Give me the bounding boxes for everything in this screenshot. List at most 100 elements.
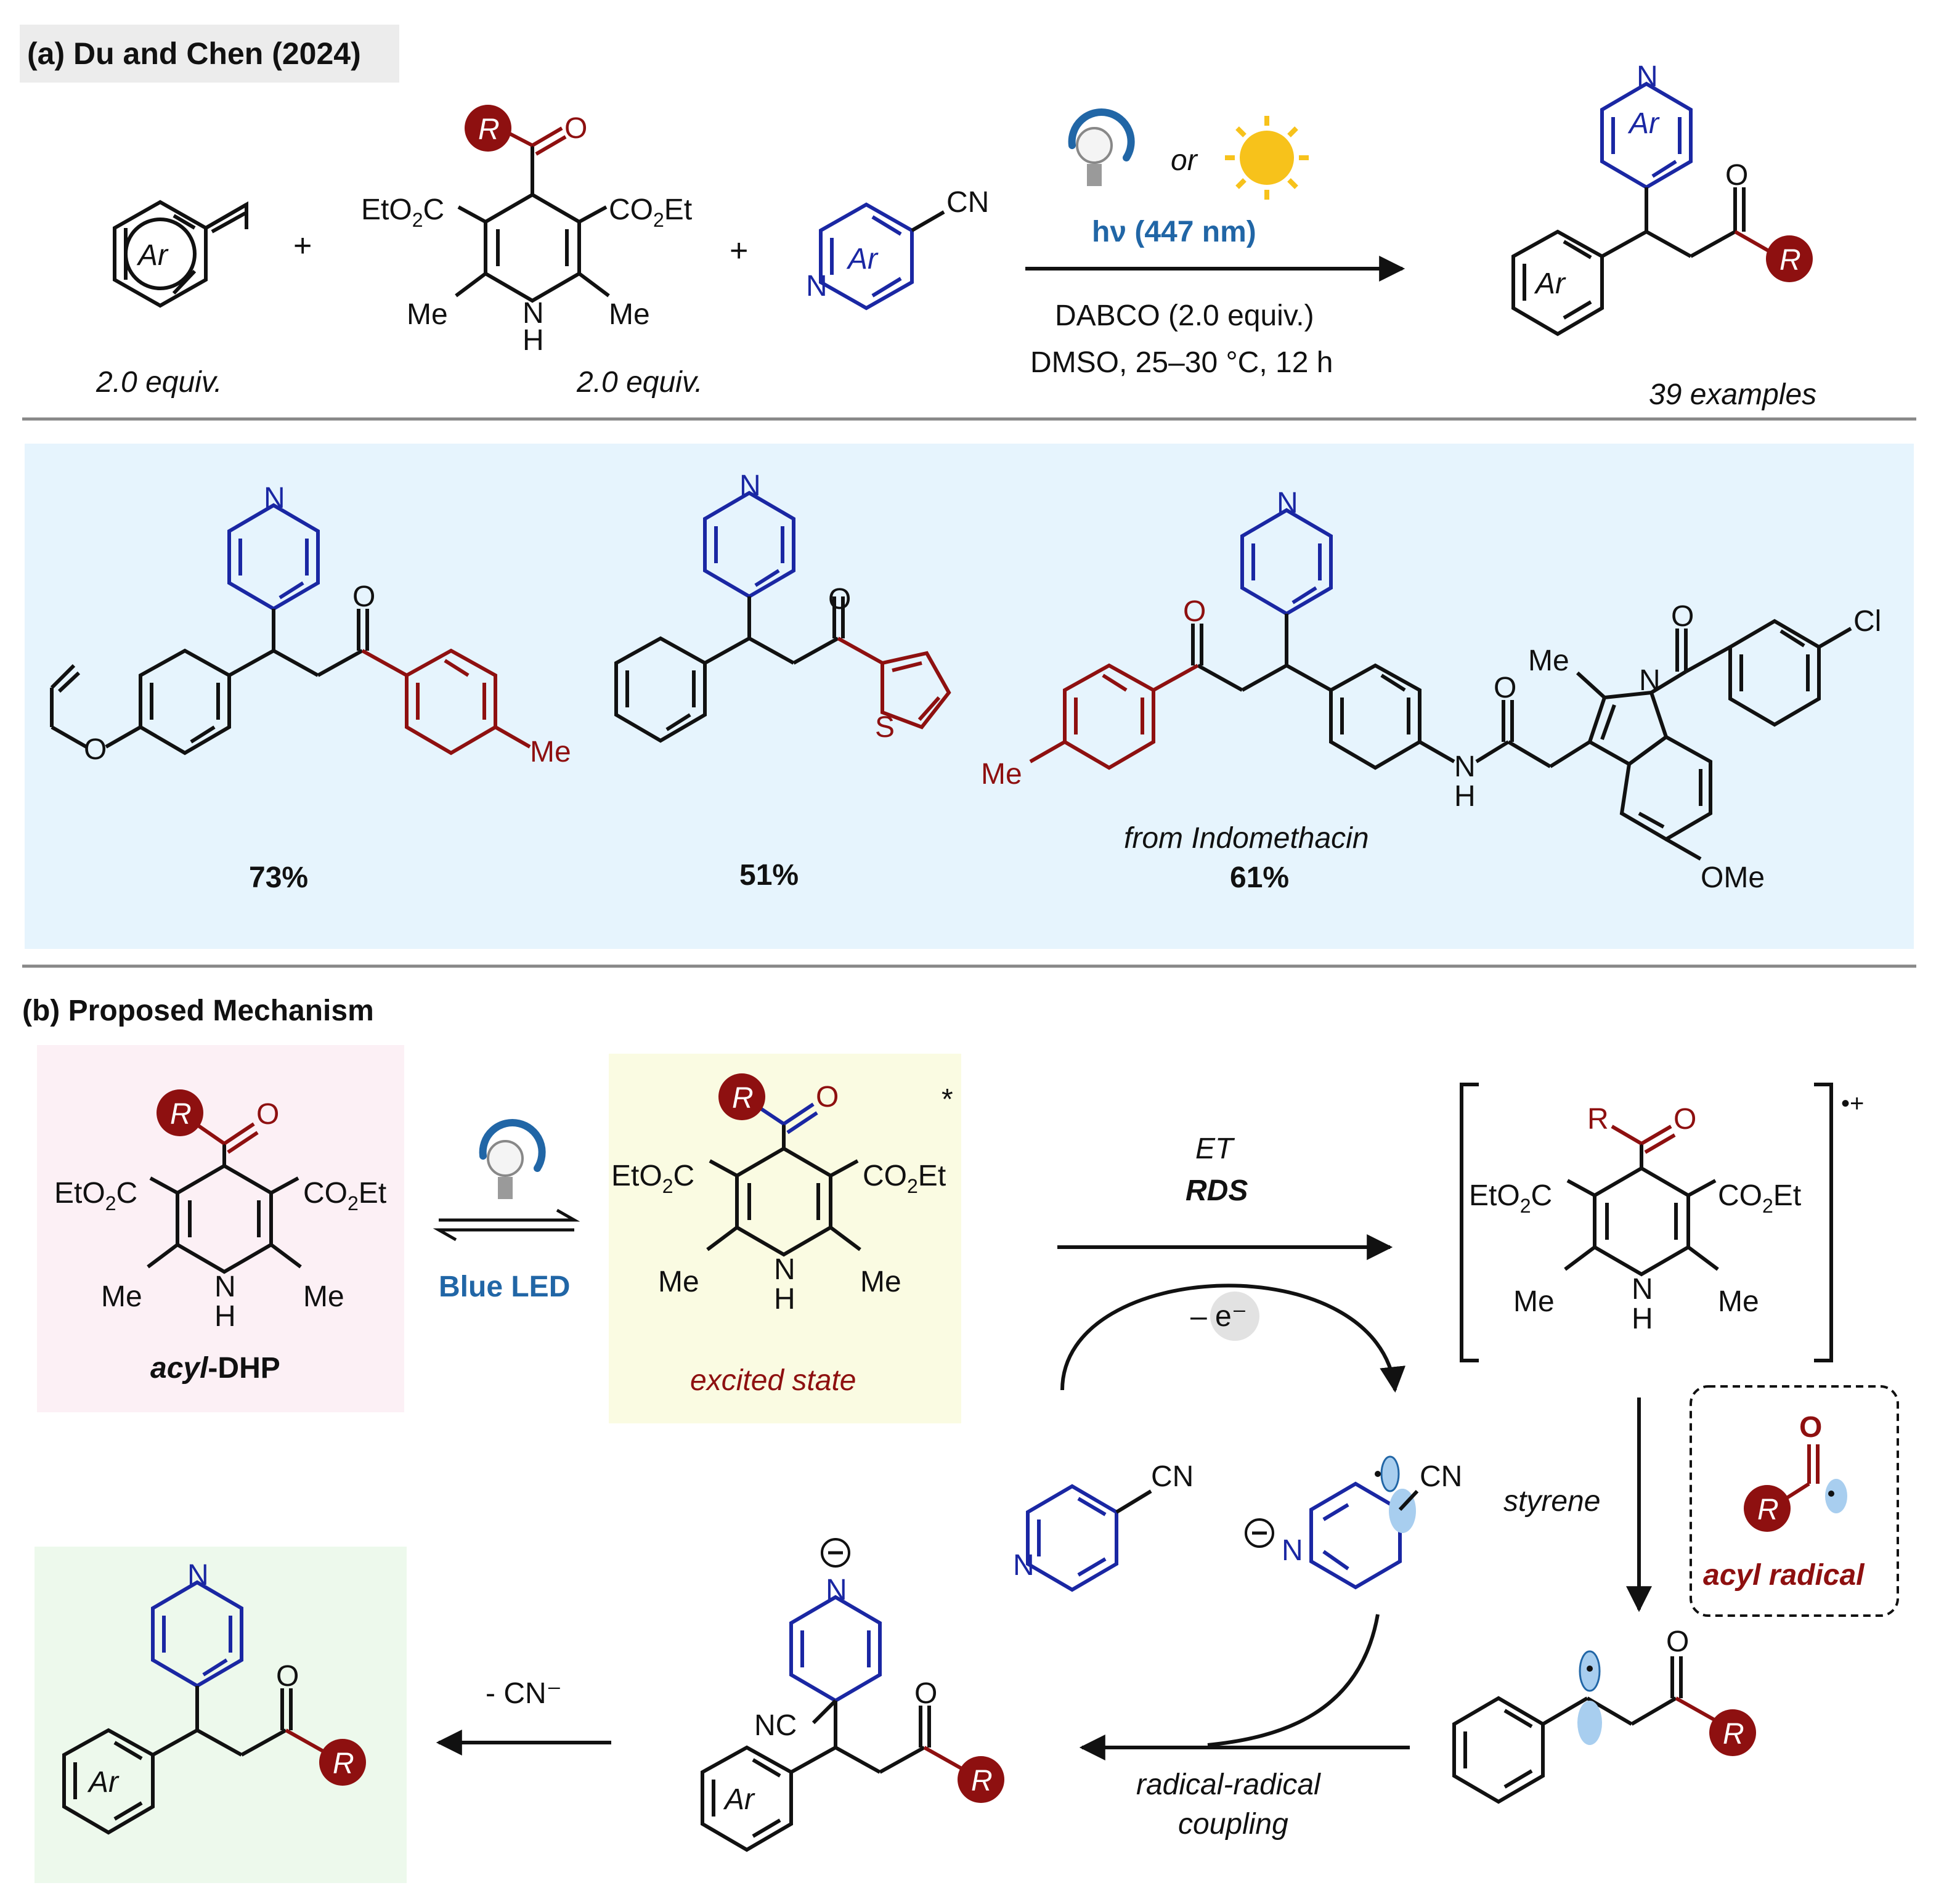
example-1-aryl: [361, 648, 531, 755]
example-3-note: from Indomethacin: [1124, 822, 1369, 855]
benzylic-orbital-bottom: [1577, 1701, 1602, 1745]
mech-cyanopyridine-cn: CN: [1151, 1460, 1194, 1493]
cyanopyridine-cn: CN: [946, 186, 989, 219]
radical-cation-eto2c: EtO2C: [1469, 1179, 1552, 1217]
acyl-dhp-n: N: [214, 1271, 236, 1303]
product-a-r-bond: [1734, 230, 1771, 253]
example-3-yield: 61%: [1230, 861, 1289, 894]
product-a-backbone: [1511, 187, 1692, 336]
coupling-label-2: coupling: [1178, 1808, 1288, 1841]
excited-dhp-r-circle: [718, 1073, 765, 1120]
plus-2: +: [730, 233, 748, 269]
electron-transfer-curve: [1060, 1284, 1405, 1393]
example-2-yield: 51%: [739, 859, 799, 892]
dhp-reagent-h: H: [523, 324, 544, 357]
example-3-me-tolyl: Me: [981, 758, 1022, 791]
radical-cation-me-right: Me: [1718, 1285, 1759, 1318]
final-product-ar: Ar: [87, 1766, 120, 1799]
product-a-o: O: [1725, 159, 1748, 192]
example-3-ome: OMe: [1701, 861, 1765, 894]
acyl-dhp-h: H: [214, 1300, 236, 1333]
coupling-curve: [1207, 1614, 1380, 1747]
example-2-body: [614, 596, 845, 743]
example-3-tolyl: [1029, 663, 1199, 770]
section-a-title: (a) Du and Chen (2024): [27, 36, 361, 71]
excited-state-label: excited state: [690, 1364, 856, 1397]
excited-dhp-me-left: Me: [658, 1266, 699, 1298]
intermediate-r-circle: [958, 1756, 1004, 1803]
radical-cation-brackets: [1460, 1083, 1833, 1362]
intermediate-r-bond: [923, 1746, 965, 1772]
final-product-body: [62, 1686, 293, 1835]
blue-led-bulb-icon: [479, 1119, 546, 1199]
radical-anion-n: N: [1282, 1534, 1303, 1567]
radical-cation-co2et: CO2Et: [1718, 1179, 1801, 1217]
excited-dhp-h: H: [774, 1283, 795, 1316]
radical-cation-structure: [1564, 1144, 1719, 1277]
excited-dhp-eto2c: EtO2C: [611, 1160, 694, 1197]
radical-anion-dot: [1375, 1471, 1381, 1477]
example-2-n: N: [739, 470, 761, 502]
minus-electron-label: – e⁻: [1190, 1300, 1247, 1333]
dhp-equiv: 2.0 equiv.: [576, 366, 703, 399]
excited-dhp-o: O: [816, 1081, 839, 1113]
example-3-n-amide: N: [1454, 751, 1476, 783]
benzylic-radical-dot: [1587, 1666, 1593, 1672]
styrene-label: styrene: [1503, 1485, 1600, 1518]
acyl-dhp-me-right: Me: [303, 1280, 344, 1313]
example-2-s: S: [875, 711, 895, 744]
styrene-ar-label: Ar: [136, 239, 169, 272]
excited-dhp-star: *: [942, 1083, 953, 1116]
radical-anion-minus-circle: [1245, 1518, 1274, 1548]
example-1-o-ether: O: [84, 733, 107, 766]
section-a-title-bg: [20, 25, 399, 83]
product-a-r: R: [1779, 244, 1801, 277]
intermediate-pyridine: [789, 1595, 882, 1703]
benzylic-o: O: [1666, 1625, 1689, 1658]
conditions-line-2: DMSO, 25–30 °C, 12 h: [1030, 346, 1333, 379]
example-2-o: O: [828, 583, 851, 616]
product-a-n: N: [1637, 60, 1658, 93]
radical-anion-orbital-top: [1380, 1455, 1400, 1492]
acyl-radical-label: acyl radical: [1703, 1559, 1865, 1592]
dhp-reagent-n: N: [523, 297, 544, 330]
intermediate-nc: NC: [754, 1709, 797, 1742]
acyl-radical-r-circle: [1744, 1485, 1791, 1532]
conditions-line-1: DABCO (2.0 equiv.): [1055, 299, 1314, 332]
light-bulb-icon: [1068, 108, 1135, 186]
excited-dhp-co2et: CO2Et: [863, 1160, 946, 1197]
benzylic-r-bond: [1675, 1696, 1717, 1722]
example-1-o-carbonyl: O: [352, 580, 375, 613]
light-or: or: [1171, 144, 1198, 177]
radical-cation-h: H: [1632, 1303, 1653, 1335]
radical-cation-acyl: [1611, 1125, 1676, 1154]
excited-dhp-me-right: Me: [860, 1266, 901, 1298]
acyl-dhp-structure: [147, 1144, 302, 1274]
sun-icon: [1225, 116, 1309, 200]
acyl-dhp-me-left: Me: [101, 1280, 142, 1313]
example-3-o-benzoyl: O: [1671, 600, 1694, 633]
excited-dhp-r: R: [732, 1082, 754, 1115]
dhp-reagent-structure: [455, 145, 610, 303]
product-a-acyl: [1690, 187, 1746, 258]
benzylic-radical-structure: [1452, 1656, 1683, 1804]
intermediate-ar: Ar: [723, 1783, 755, 1816]
example-1-yield: 73%: [249, 861, 308, 894]
dhp-reagent-o: O: [564, 112, 587, 145]
example-2-thiophene: [837, 637, 951, 730]
intermediate-o: O: [914, 1677, 937, 1710]
dhp-reagent-me-left: Me: [407, 298, 448, 331]
intermediate-body: [701, 1699, 931, 1852]
final-product-r-bond: [285, 1728, 327, 1754]
rds-label: RDS: [1186, 1174, 1248, 1207]
cyanopyridine-ar: Ar: [846, 243, 879, 275]
excited-dhp-n: N: [774, 1253, 795, 1286]
intermediate-r: R: [971, 1765, 993, 1797]
dhp-reagent-r-circle: [465, 105, 511, 152]
acyl-radical-o: O: [1799, 1411, 1822, 1444]
radical-cation-charge: •+: [1841, 1090, 1864, 1117]
acyl-radical-dot: [1828, 1491, 1834, 1497]
acyl-dhp-o: O: [256, 1098, 279, 1131]
example-1-body: [50, 609, 369, 755]
mech-cyanopyridine: [1026, 1484, 1118, 1592]
